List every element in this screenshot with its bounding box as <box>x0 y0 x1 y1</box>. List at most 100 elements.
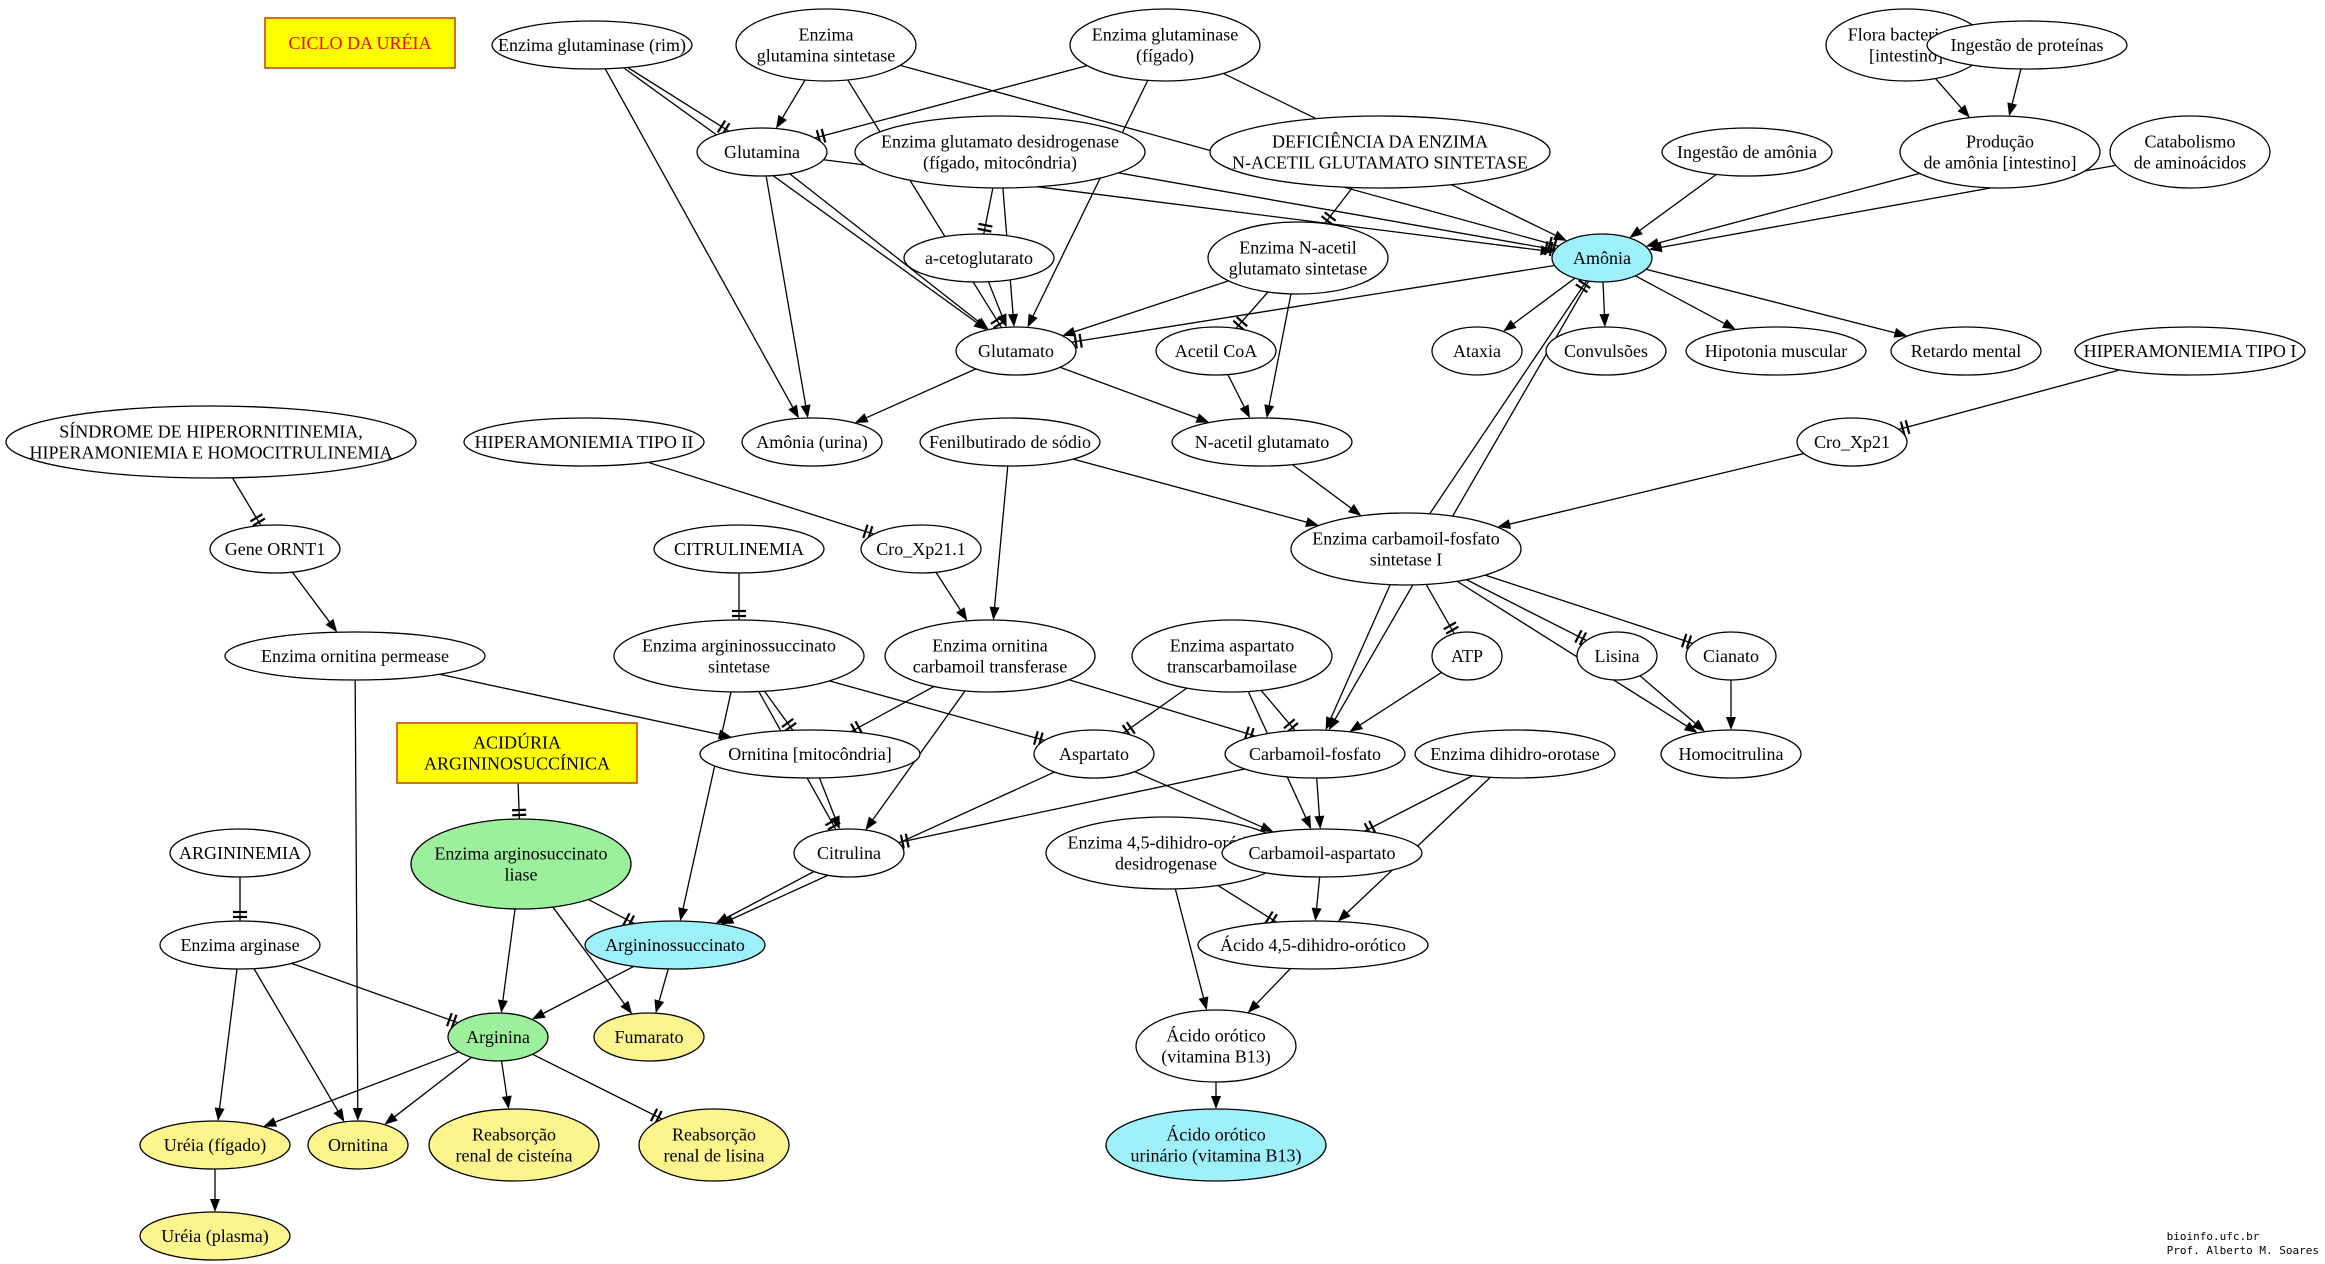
tee-bar <box>977 227 992 233</box>
edge-nacetil_glutamato-to-cps1 <box>1292 464 1362 516</box>
node-carbamoil-fosfato: Carbamoil-fosfato <box>1224 729 1406 779</box>
edge-cps1-to-amonia <box>1429 279 1591 515</box>
edge-lisina-to-homocitrulina <box>1639 675 1706 732</box>
tee-bar <box>862 524 869 539</box>
node-shape <box>653 524 825 574</box>
node-shape <box>159 920 321 970</box>
tee-bar <box>820 128 827 143</box>
edge-ureia_figado-to-ureia_plasma <box>210 1169 220 1212</box>
node-label: Cro_Xp21.1 <box>876 539 966 559</box>
node-label: Ácido orótico <box>1166 1025 1265 1046</box>
tee-bar <box>1685 635 1693 650</box>
edge-glutaminase_rim-to-amonia_urina <box>604 68 799 419</box>
edge-glutamato-to-nacetil_glutamato <box>1059 366 1210 423</box>
tee-bar <box>1264 910 1274 924</box>
edge-cps1-to-homocitrulina <box>1456 580 1698 733</box>
node-shape <box>1290 512 1522 586</box>
node-shape <box>593 1012 705 1062</box>
node-shape <box>169 828 311 878</box>
edge-otc-to-ornitina_mito <box>850 685 935 737</box>
arrowhead <box>1347 504 1362 516</box>
tee-bar <box>1033 730 1039 746</box>
arrowhead <box>776 114 787 129</box>
edges-layer <box>210 64 2120 1212</box>
credit-site: bioinfo.ufc.br <box>2166 1230 2260 1243</box>
node-ataxia: Ataxia <box>1431 326 1523 376</box>
node-label: carbamoil transferase <box>913 657 1067 677</box>
tee-bar <box>512 808 527 812</box>
arrowhead <box>384 1112 398 1125</box>
arrowhead <box>989 606 1000 621</box>
arrowhead <box>1195 413 1210 423</box>
edge-arginina-to-ureia_figado <box>263 1051 460 1127</box>
node-label: (fígado) <box>1136 46 1194 67</box>
node-nacetil-glutamato: N-acetil glutamato <box>1171 417 1353 467</box>
arrowhead <box>214 1107 225 1122</box>
tee-bar <box>649 1108 659 1122</box>
edge-cro_xp211-to-otc <box>935 571 968 621</box>
tee-bar <box>1320 215 1334 226</box>
arrowhead <box>1599 313 1610 328</box>
node-shape <box>1431 631 1503 681</box>
node-label: Enzima N-acetil <box>1239 238 1356 258</box>
node-label: Ornitina <box>328 1135 388 1155</box>
arrowhead <box>1211 1096 1221 1109</box>
tee-bar <box>716 119 727 134</box>
edge-dihidro_orotase-to-carbamoil_aspartato <box>1363 775 1473 837</box>
arrowhead <box>830 815 840 830</box>
node-hipotonia: Hipotonia muscular <box>1685 326 1867 376</box>
node-ingestao-prot: Ingestão de proteínas <box>1926 20 2128 70</box>
node-label: Aspartato <box>1059 744 1129 764</box>
node-shape <box>139 1211 291 1261</box>
node-label: DEFICIÊNCIA DA ENZIMA <box>1272 131 1488 152</box>
node-glutaminase-rim: Enzima glutaminase (rim) <box>491 20 693 70</box>
node-label: Catabolismo <box>2145 132 2236 152</box>
tee-bar <box>1575 283 1589 294</box>
edge-producao_amonia-to-amonia <box>1645 172 1920 248</box>
edge-cps1-to-carbamoil_fosfato <box>1325 584 1391 731</box>
node-label: sintetase I <box>1370 550 1442 570</box>
node-hiperamon2: HIPERAMONIEMIA TIPO II <box>463 417 705 467</box>
edge-asl-to-arginina <box>497 908 516 1014</box>
node-shape <box>428 1108 600 1182</box>
tee-bar <box>854 720 864 735</box>
node-label: Ataxia <box>1453 341 1501 361</box>
node-arginina: Arginina <box>447 1012 549 1062</box>
node-shape <box>735 8 917 82</box>
arrowhead <box>715 913 730 924</box>
node-label: CICLO DA URÉIA <box>289 32 432 53</box>
node-label: Carbamoil-fosfato <box>1249 744 1381 764</box>
node-label: Fumarato <box>615 1027 684 1047</box>
node-label: renal de lisina <box>664 1146 765 1166</box>
node-shape <box>1155 326 1277 376</box>
node-shape <box>1131 619 1333 693</box>
node-sindrome: SÍNDROME DE HIPERORNITINEMIA,HIPERAMONIE… <box>5 405 417 479</box>
arrowhead <box>678 907 688 922</box>
node-label: Enzima glutaminase <box>1092 25 1238 45</box>
node-label: ACIDÚRIA <box>473 732 561 753</box>
tee-bar <box>978 222 993 228</box>
arrowhead <box>1629 226 1643 238</box>
arrowhead <box>865 816 878 831</box>
edge-asl-to-argininossuccinato <box>588 898 635 929</box>
node-atp: ATP <box>1431 631 1503 681</box>
arrowhead <box>1553 230 1567 241</box>
node-shape <box>1224 729 1406 779</box>
edge-atc-to-carbamoil_fosfato <box>1260 690 1299 733</box>
node-label: Cianato <box>1703 646 1759 666</box>
node-shape <box>1899 115 2101 189</box>
edge-carbamoil_fosfato-to-citrulina <box>898 768 1245 849</box>
arrowhead <box>1497 519 1512 529</box>
edge-argininemia-to-arginase <box>233 877 247 921</box>
edge-dihidro_orotase-to-acido_dihidro <box>1337 776 1491 922</box>
edge-acetil_coa-to-nacetil_glutamato <box>1227 374 1250 419</box>
edge-carbamoil_aspartato-to-acido_dihidro <box>1311 876 1322 922</box>
edge-ornitina_permease-to-ornitina <box>352 679 363 1122</box>
node-label: Argininossuccinato <box>605 935 745 955</box>
edge-citrulinemia-to-ass <box>732 573 746 620</box>
